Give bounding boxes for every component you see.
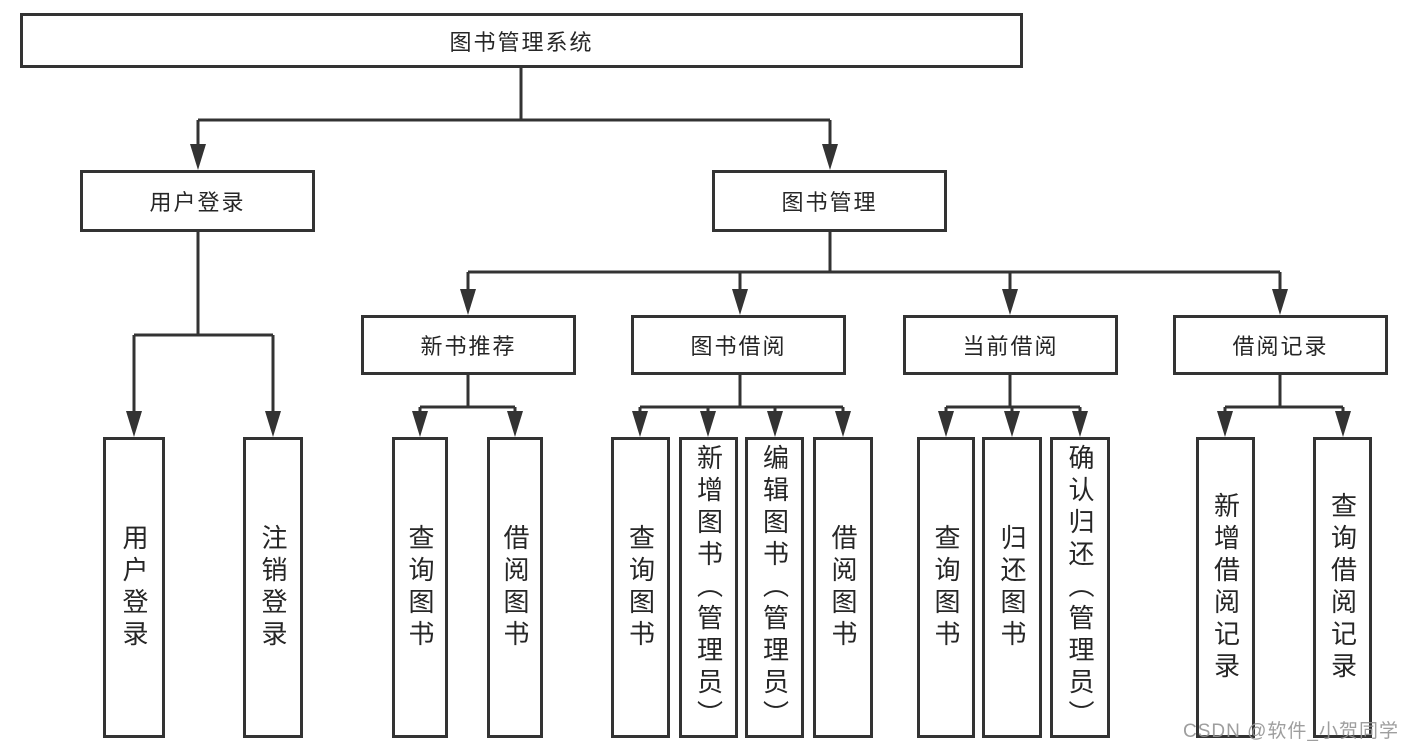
leaf-label: 注销登录 [258,523,288,652]
arrow-down-icon [822,144,838,170]
arrow-down-icon [507,411,523,437]
leaf-label: 查询图书 [931,523,961,652]
arrow-down-icon [700,411,716,437]
leaf-label: 查询图书 [405,523,435,652]
node-label: 借阅记录 [1232,334,1329,359]
leaf-label: 查询借阅记录 [1327,491,1358,684]
node-book-management: 图书管理 [712,170,947,232]
arrow-down-icon [1072,411,1088,437]
tree-edges [132,68,1345,415]
leaf-edit-books-admin: 编辑图书（管理员） [745,437,804,738]
arrow-down-icon [938,411,954,437]
leaf-confirm-return-admin: 确认归还（管理员） [1050,437,1110,738]
node-label: 当前借阅 [962,334,1059,359]
node-book-borrow: 图书借阅 [631,315,846,375]
leaf-label: 借阅图书 [828,523,858,652]
node-current-borrow: 当前借阅 [903,315,1118,375]
leaf-add-books-admin: 新增图书（管理员） [679,437,738,738]
leaf-user-login: 用户登录 [103,437,165,738]
leaf-label: 归还图书 [997,523,1027,652]
arrow-down-icon [1272,289,1288,315]
node-label: 新书推荐 [420,334,517,359]
node-label: 图书管理系统 [449,29,594,55]
node-user-login: 用户登录 [80,170,315,232]
leaf-label: 用户登录 [119,523,149,652]
arrow-down-icon [126,411,142,437]
arrow-down-icon [835,411,851,437]
leaf-label: 新增借阅记录 [1210,491,1241,684]
leaf-query-books: 查询图书 [917,437,975,738]
leaf-query-books: 查询图书 [392,437,448,738]
arrow-down-icon [1002,289,1018,315]
arrow-down-icon [732,289,748,315]
arrow-down-icon [190,144,206,170]
leaf-label: 新增图书（管理员） [693,443,724,732]
leaf-label: 确认归还（管理员） [1065,443,1095,732]
leaf-borrow-books: 借阅图书 [813,437,873,738]
leaf-label: 查询图书 [625,523,656,652]
arrow-down-icon [632,411,648,437]
arrow-down-icon [1335,411,1351,437]
node-borrow-records: 借阅记录 [1173,315,1388,375]
arrow-down-icon [1004,411,1020,437]
arrow-down-icon [767,411,783,437]
leaf-borrow-books: 借阅图书 [487,437,543,738]
leaf-label: 借阅图书 [500,523,530,652]
watermark: CSDN @软件_小贺同学 [1183,721,1399,742]
node-system-root: 图书管理系统 [20,13,1023,68]
leaf-query-books: 查询图书 [611,437,670,738]
node-label: 图书管理 [781,190,878,215]
arrowheads [126,144,1351,437]
node-label: 图书借阅 [690,334,787,359]
arrow-down-icon [1217,411,1233,437]
leaf-logout: 注销登录 [243,437,303,738]
arrow-down-icon [412,411,428,437]
leaf-return-books: 归还图书 [982,437,1042,738]
arrow-down-icon [265,411,281,437]
arrow-down-icon [460,289,476,315]
leaf-query-borrow-record: 查询借阅记录 [1313,437,1372,738]
leaf-label: 编辑图书（管理员） [759,443,790,732]
node-new-book-recommend: 新书推荐 [361,315,576,375]
node-label: 用户登录 [149,190,246,215]
leaf-add-borrow-record: 新增借阅记录 [1196,437,1255,738]
